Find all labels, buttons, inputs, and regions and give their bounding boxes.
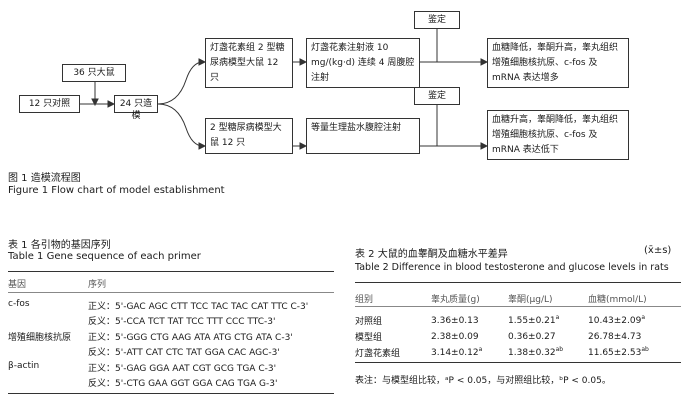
table1-bottom-rule xyxy=(8,393,334,394)
table2-glucose-value: 26.78±4.73 xyxy=(588,332,642,342)
table1-gene-cell: β-actin xyxy=(8,361,40,371)
box-icariin-treatment: 灯盏花素注射液 10 mg/(kg·d) 连续 4 周腹腔注射 xyxy=(306,38,420,88)
box-result-bottom-label: 血糖升高，睾酮降低，睾丸组织增殖细胞核抗原、c-fos 及 mRNA 表达低下 xyxy=(492,115,619,155)
table1-forward-cell: 正义：5'-GGG CTG AAG ATA ATG CTG ATA C-3' xyxy=(88,333,293,343)
table1-gene-cell: 增殖细胞核抗原 xyxy=(8,333,72,343)
table1-reverse-cell: 反义：5'-ATT CAT CTC TAT GGA CAC AGC-3' xyxy=(88,348,280,358)
table2-top-rule xyxy=(355,282,681,283)
table1-top-rule xyxy=(8,271,334,272)
table2-glucose-value: 10.43±2.09 xyxy=(588,316,642,326)
figure1-caption-cn: 图 1 造模流程图 xyxy=(8,173,81,184)
table1-reverse-cell: 反义：5'-CTG GAA GGT GGA CAG TGA G-3' xyxy=(88,379,278,389)
table1-header-gene: 基因 xyxy=(8,280,27,290)
table1-header-rule xyxy=(8,292,334,293)
table2-glucose-sup: a xyxy=(641,314,646,321)
table2-glucose-cell: 26.78±4.73 xyxy=(588,330,641,342)
table2-caption-stat: (x̄±s) xyxy=(644,245,672,256)
table2-testosterone-cell: 1.55±0.21a xyxy=(508,314,559,326)
table2-bottom-rule xyxy=(355,362,681,363)
table2-note: 表注：与模型组比较，ᵃP < 0.05，与对照组比较，ᵇP < 0.05。 xyxy=(355,376,611,386)
table2-testosterone-value: 1.38±0.32 xyxy=(508,348,556,358)
table2-header-rule xyxy=(355,306,681,307)
table2-glucose-cell: 10.43±2.09a xyxy=(588,314,645,326)
table2-group-cell: 模型组 xyxy=(355,333,383,343)
table2-weight-sup: a xyxy=(478,346,483,353)
box-model-24: 24 只造模 xyxy=(114,95,158,121)
table1-gene-cell: c-fos xyxy=(8,299,30,309)
table1-header-sequence: 序列 xyxy=(88,280,107,290)
box-icariin-model-label: 灯盏花素组 2 型糖尿病模型大鼠 12 只 xyxy=(210,43,285,83)
table1-reverse-cell: 反义：5'-CCA TCT TAT TCC TTT CCC TTC-3' xyxy=(88,317,276,327)
box-icariin-model: 灯盏花素组 2 型糖尿病模型大鼠 12 只 xyxy=(205,38,293,88)
table2-group-cell: 灯盏花素组 xyxy=(355,349,401,359)
box-control-12: 12 只对照 xyxy=(19,95,80,113)
box-icariin-treatment-label: 灯盏花素注射液 10 mg/(kg·d) 连续 4 周腹腔注射 xyxy=(311,43,415,83)
figure1-caption-en: Figure 1 Flow chart of model establishme… xyxy=(8,185,225,196)
table2-group-cell: 对照组 xyxy=(355,317,383,327)
table2-header-glucose: 血糖(mmol/L) xyxy=(588,295,647,305)
box-saline-model-label: 2 型糖尿病模型大鼠 12 只 xyxy=(210,123,282,148)
table1-forward-cell: 正义：5'-GAG GGA AAT CGT GCG TGA C-3' xyxy=(88,364,277,374)
table2-testosterone-value: 0.36±0.27 xyxy=(508,332,556,342)
box-result-top-label: 血糖降低，睾酮升高，睾丸组织增殖细胞核抗原、c-fos 及 mRNA 表达增多 xyxy=(492,43,619,83)
table2-header-group: 组别 xyxy=(355,295,374,305)
box-model-label: 24 只造模 xyxy=(119,99,153,121)
box-result-top: 血糖降低，睾酮升高，睾丸组织增殖细胞核抗原、c-fos 及 mRNA 表达增多 xyxy=(487,38,629,88)
table2-glucose-sup: ab xyxy=(641,346,649,353)
table2-weight-cell: 3.14±0.12a xyxy=(431,346,482,358)
box-identify-bottom: 鉴定 xyxy=(414,87,460,105)
table2-weight-value: 3.14±0.12 xyxy=(431,348,479,358)
table2-header-testosterone: 睾酮(μg/L) xyxy=(508,295,553,305)
table2-header-weight: 睾丸质量(g) xyxy=(431,295,480,305)
box-36-rats: 36 只大鼠 xyxy=(62,64,126,82)
box-saline-treatment-label: 等量生理盐水腹腔注射 xyxy=(311,123,402,133)
table2-weight-cell: 2.38±0.09 xyxy=(431,330,479,342)
box-identify-top-label: 鉴定 xyxy=(427,15,446,25)
box-saline-treatment: 等量生理盐水腹腔注射 xyxy=(306,118,420,154)
table2-weight-cell: 3.36±0.13 xyxy=(431,314,479,326)
table1-caption-en: Table 1 Gene sequence of each primer xyxy=(8,251,201,262)
table2-weight-value: 2.38±0.09 xyxy=(431,332,479,342)
table2-weight-value: 3.36±0.13 xyxy=(431,316,479,326)
box-identify-top: 鉴定 xyxy=(414,11,460,29)
box-control-label: 12 只对照 xyxy=(28,99,71,109)
box-identify-bottom-label: 鉴定 xyxy=(427,91,446,101)
flowchart-connectors xyxy=(80,29,489,150)
box-result-bottom: 血糖升高，睾酮降低，睾丸组织增殖细胞核抗原、c-fos 及 mRNA 表达低下 xyxy=(487,110,629,160)
table2-testosterone-cell: 1.38±0.32ab xyxy=(508,346,563,358)
table2-glucose-value: 11.65±2.53 xyxy=(588,348,642,358)
table2-glucose-cell: 11.65±2.53ab xyxy=(588,346,649,358)
table2-testosterone-sup: ab xyxy=(555,346,564,353)
table2-testosterone-sup: a xyxy=(555,314,560,321)
table2-testosterone-cell: 0.36±0.27 xyxy=(508,330,556,342)
table1-caption-cn: 表 1 各引物的基因序列 xyxy=(8,240,111,251)
table2-testosterone-value: 1.55±0.21 xyxy=(508,316,556,326)
box-36-rats-label: 36 只大鼠 xyxy=(73,68,115,78)
table2-caption-cn: 表 2 大鼠的血睾酮及血糖水平差异 xyxy=(355,249,508,260)
box-saline-model: 2 型糖尿病模型大鼠 12 只 xyxy=(205,118,293,154)
table1-forward-cell: 正义：5'-GAC AGC CTT TCC TAC TAC CAT TTC C-… xyxy=(88,302,309,312)
table2-caption-en: Table 2 Difference in blood testosterone… xyxy=(355,262,669,273)
